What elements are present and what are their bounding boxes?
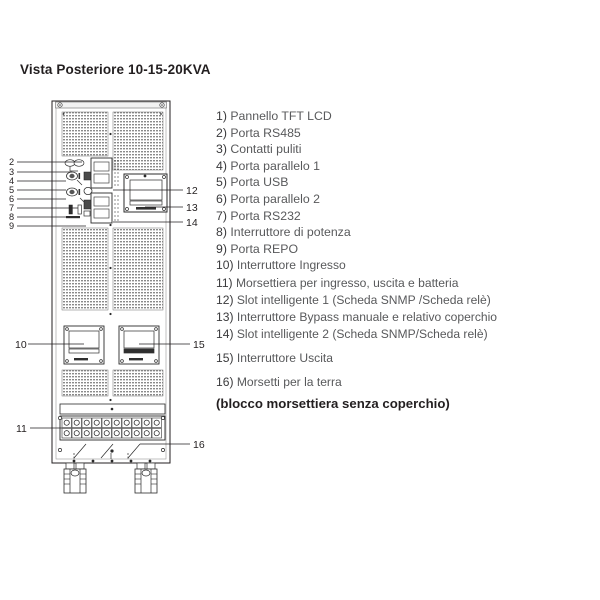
page-title: Vista Posteriore 10-15-20KVA — [20, 62, 211, 77]
callout-labels: 2 3 4 5 6 7 8 9 12 13 14 10 15 11 16 — [9, 157, 205, 451]
legend-item-15: 15) Interruttore Uscita — [216, 350, 588, 367]
legend-item-16-number: 16) — [216, 375, 234, 390]
ups-rear-view-diagram: 2 3 4 5 6 7 8 9 12 13 14 10 15 11 16 — [0, 88, 216, 518]
legend-item-1-number: 1) — [216, 109, 227, 123]
legend-item-5: 5) Porta USB — [216, 174, 588, 191]
legend-list: 1) Pannello TFT LCD 2) Porta RS485 3) Co… — [216, 108, 588, 392]
legend-item-9: 9) Porta REPO — [216, 241, 588, 258]
legend-item-7-number: 7) — [216, 208, 227, 223]
callout-7: 7 — [9, 203, 14, 213]
legend-item-3: 3) Contatti puliti — [216, 141, 588, 158]
legend-item-16: 16) Morsetti per la terra — [216, 374, 588, 391]
legend-item-15-label: Interruttore Uscita — [236, 351, 333, 366]
callout-14: 14 — [186, 217, 198, 229]
legend-item-12-label: Slot intelligente 1 (Scheda SNMP /Scheda… — [236, 292, 491, 307]
callout-10: 10 — [15, 339, 27, 351]
legend-item-11: 11) Morsettiera per ingresso, uscita e b… — [216, 275, 588, 292]
legend-item-8: 8) Interruttore di potenza — [216, 224, 588, 241]
callout-4: 4 — [9, 176, 14, 186]
legend-item-14-number: 14) — [216, 327, 234, 342]
legend-item-12-number: 12) — [216, 292, 234, 307]
legend-item-15-number: 15) — [216, 351, 234, 366]
callout-5: 5 — [9, 185, 14, 195]
callout-3: 3 — [9, 167, 14, 177]
legend-item-10-number: 10) — [216, 258, 234, 273]
callout-6: 6 — [9, 194, 14, 204]
legend-item-7: 7) Porta RS232 — [216, 208, 588, 225]
legend-item-14: 14) Slot intelligente 2 (Scheda SNMP/Sch… — [216, 326, 588, 343]
legend-item-9-label: Porta REPO — [230, 241, 299, 256]
legend-item-2-number: 2) — [216, 125, 227, 140]
legend-item-14-label: Slot intelligente 2 (Scheda SNMP/Scheda … — [236, 327, 488, 342]
legend-item-12: 12) Slot intelligente 1 (Scheda SNMP /Sc… — [216, 292, 588, 309]
legend-item-13: 13) Interruttore Bypass manuale e relati… — [216, 309, 588, 326]
callout-16: 16 — [193, 439, 205, 451]
legend-item-11-label: Morsettiera per ingresso, uscita e batte… — [235, 275, 459, 290]
callout-15: 15 — [193, 339, 205, 351]
legend-item-11-number: 11) — [216, 275, 233, 290]
legend-item-6: 6) Porta parallelo 2 — [216, 191, 588, 208]
legend-item-3-number: 3) — [216, 142, 227, 157]
callout-2: 2 — [9, 157, 14, 167]
legend-item-6-label: Porta parallelo 2 — [230, 191, 320, 206]
legend-item-1: 1) Pannello TFT LCD — [216, 108, 588, 125]
legend-item-7-label: Porta RS232 — [230, 208, 301, 223]
callout-9: 9 — [9, 221, 14, 231]
legend-item-8-label: Interruttore di potenza — [230, 225, 351, 240]
legend-item-8-number: 8) — [216, 225, 227, 240]
legend-note: (blocco morsettiera senza coperchio) — [216, 396, 450, 411]
legend-item-9-number: 9) — [216, 241, 227, 256]
legend-item-2-label: Porta RS485 — [230, 125, 301, 140]
legend-item-5-number: 5) — [216, 175, 227, 190]
legend-item-13-label: Interruttore Bypass manuale e relativo c… — [236, 309, 498, 324]
legend-item-13-number: 13) — [216, 309, 234, 324]
callout-11: 11 — [16, 423, 27, 435]
legend-item-16-label: Morsetti per la terra — [236, 375, 342, 390]
callout-8: 8 — [9, 212, 14, 222]
legend-spacer-1 — [216, 343, 588, 350]
legend-item-4-label: Porta parallelo 1 — [230, 158, 320, 173]
legend-item-4: 4) Porta parallelo 1 — [216, 158, 588, 175]
callout-13: 13 — [186, 202, 198, 214]
legend-item-6-number: 6) — [216, 191, 227, 206]
legend-item-10: 10) Interruttore Ingresso — [216, 257, 588, 274]
legend-item-10-label: Interruttore Ingresso — [236, 258, 346, 273]
legend-item-3-label: Contatti puliti — [230, 142, 302, 157]
callout-12: 12 — [186, 185, 198, 197]
legend-item-4-number: 4) — [216, 158, 227, 173]
legend-spacer-2 — [216, 367, 588, 374]
legend-item-2: 2) Porta RS485 — [216, 125, 588, 142]
legend-item-1-label: Pannello TFT LCD — [230, 109, 332, 123]
legend-item-5-label: Porta USB — [230, 175, 289, 190]
